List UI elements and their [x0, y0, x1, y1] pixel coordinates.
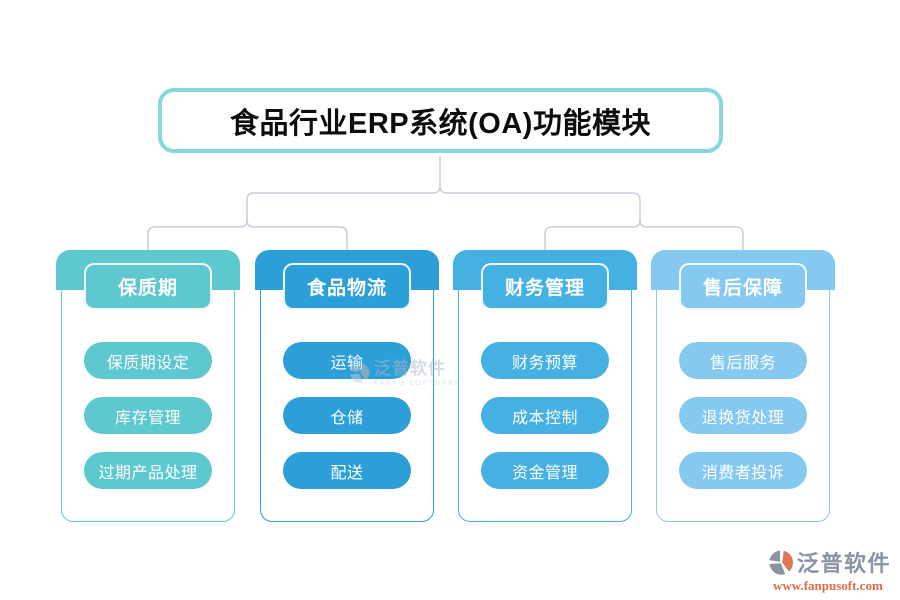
item-financial-budget: 财务预算: [481, 342, 609, 379]
card-food-logistics: 食品物流 运输 仓储 配送: [255, 250, 439, 522]
card-shelf-life: 保质期 保质期设定 库存管理 过期产品处理: [56, 250, 240, 522]
card-header-food-logistics: 食品物流: [283, 263, 411, 310]
brand-name: 泛普软件: [797, 551, 892, 576]
item-transport: 运输: [283, 342, 411, 379]
connector-right-sub: [639, 219, 744, 252]
card-finance-management: 财务管理 财务预算 成本控制 资金管理: [453, 250, 637, 522]
item-expired-product-handling: 过期产品处理: [84, 452, 212, 489]
card-items: 售后服务 退换货处理 消费者投诉: [651, 342, 835, 489]
item-shelf-life-setting: 保质期设定: [84, 342, 212, 379]
brand-url: www.fanpusoft.com: [773, 578, 883, 593]
card-header-finance: 财务管理: [481, 263, 609, 310]
item-cost-control: 成本控制: [481, 397, 609, 434]
item-distribution: 配送: [283, 452, 411, 489]
brand-logo-block: 泛普软件 www.fanpusoft.com: [768, 546, 891, 594]
item-fund-management: 资金管理: [481, 452, 609, 489]
item-return-exchange-handling: 退换货处理: [679, 397, 807, 434]
card-after-sales: 售后保障 售后服务 退换货处理 消费者投诉: [651, 250, 835, 522]
connector-left-sub: [246, 219, 348, 252]
diagram-title: 食品行业ERP系统(OA)功能模块: [230, 107, 651, 140]
item-inventory-management: 库存管理: [84, 397, 212, 434]
connector-right-branch: [439, 185, 641, 252]
item-warehousing: 仓储: [283, 397, 411, 434]
fanpu-logo-icon: [769, 550, 794, 575]
card-items: 保质期设定 库存管理 过期产品处理: [56, 342, 240, 489]
card-header-after-sales: 售后保障: [679, 263, 807, 310]
connector-left-branch: [147, 185, 441, 252]
card-header-shelf-life: 保质期: [84, 263, 212, 310]
item-after-sales-service: 售后服务: [679, 342, 807, 379]
card-items: 运输 仓储 配送: [255, 342, 439, 489]
diagram-title-box: 食品行业ERP系统(OA)功能模块: [158, 88, 723, 153]
card-items: 财务预算 成本控制 资金管理: [453, 342, 637, 489]
item-consumer-complaints: 消费者投诉: [679, 452, 807, 489]
